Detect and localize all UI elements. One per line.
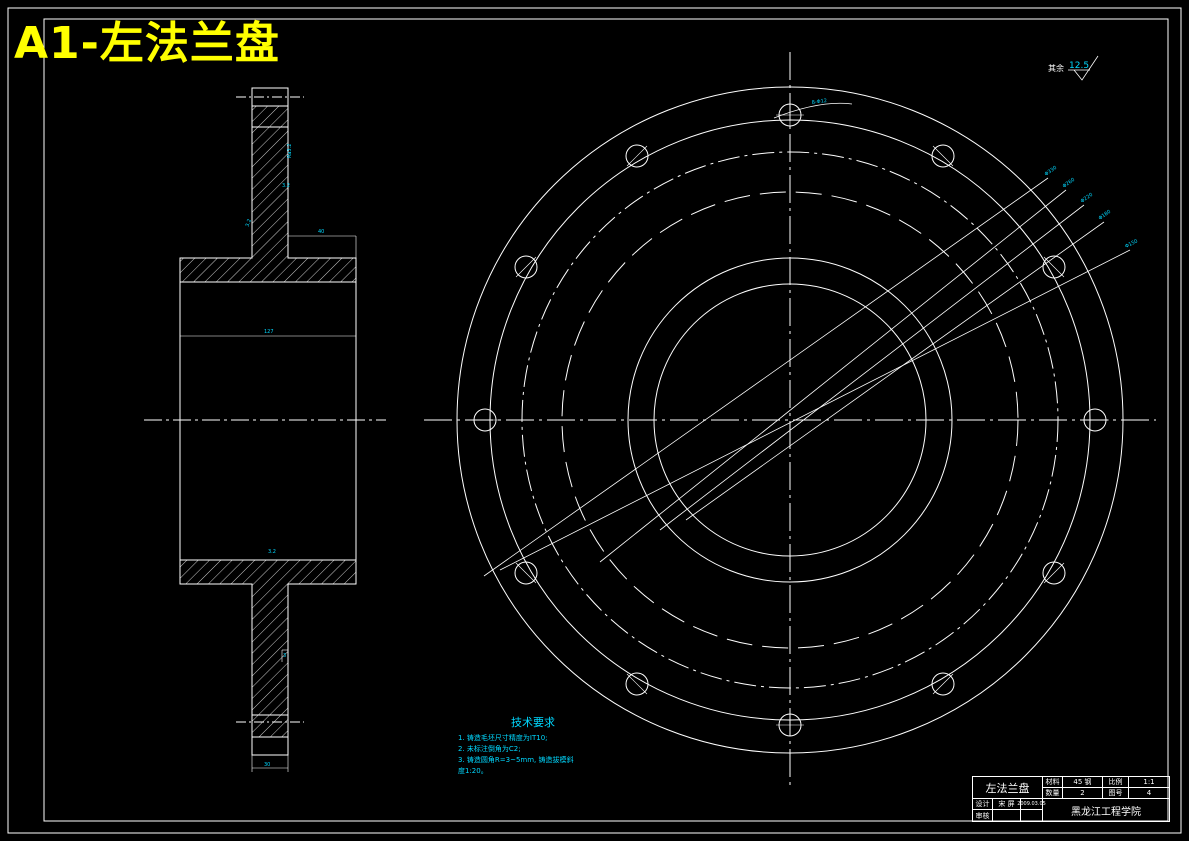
tech-requirement-item: 3. 铸造圆角R=3~5mm, 铸造拔模斜 xyxy=(458,756,574,764)
bolt-hole xyxy=(1042,255,1066,279)
reviewer-name xyxy=(993,810,1021,821)
bolt-hole xyxy=(1042,561,1066,585)
bolt-hole xyxy=(931,672,955,696)
diameter-leaders xyxy=(483,177,1131,577)
tech-requirement-item: 度1:20。 xyxy=(458,767,488,775)
hole-center-ticks xyxy=(471,101,1109,726)
roughness-check-icon xyxy=(1068,55,1099,81)
drawing-no-value: 4 xyxy=(1129,788,1169,799)
scale-value: 1:1 xyxy=(1129,777,1169,788)
diameter-label: Φ180 xyxy=(1098,209,1112,222)
scale-label: 比例 xyxy=(1103,777,1129,788)
diameter-label: Φ150 xyxy=(1124,238,1139,249)
hatch-lower xyxy=(179,559,357,716)
material-label: 材料 xyxy=(1043,777,1063,788)
hole-slot-bottom-hatch xyxy=(251,714,289,738)
roughness-prefix: 其余 xyxy=(1048,63,1064,73)
roughness-face-label: Ra3.2 xyxy=(287,144,293,158)
qty-value: 2 xyxy=(1063,788,1103,799)
dim-hub-label: 40 xyxy=(318,229,324,235)
pcd-leader xyxy=(773,102,853,119)
bolt-hole xyxy=(514,561,538,585)
tech-requirements-title: 技术要求 xyxy=(511,716,555,729)
diameter-label: Φ260 xyxy=(1062,177,1076,190)
roughness-value: 12.5 xyxy=(1069,61,1089,71)
tech-requirement-item: 2. 未标注倒角为C2; xyxy=(458,745,521,753)
roughness-symbol: 其余 12.5 xyxy=(1048,55,1099,81)
qty-label: 数量 xyxy=(1043,788,1063,799)
dim-thickness-label: 30 xyxy=(264,762,270,768)
bolt-hole xyxy=(625,672,649,696)
tech-requirement-item: 1. 铸造毛坯尺寸精度为IT10; xyxy=(458,734,548,742)
small-dim-label: 3 xyxy=(283,653,286,659)
roughness-edge-label: 3.2 xyxy=(245,218,253,228)
bolt-hole xyxy=(625,144,649,168)
title-block: 左法兰盘 材料 45 钢 比例 1:1 数量 2 图号 4 设计 宋 屏 200… xyxy=(972,776,1170,822)
designer-label: 设计 xyxy=(973,799,993,810)
design-date: 2009.03.05 xyxy=(1017,799,1046,810)
bolt-hole xyxy=(931,144,955,168)
diameter-label: Φ220 xyxy=(1080,192,1094,205)
front-view xyxy=(424,52,1156,788)
hole-slot-bottom xyxy=(251,736,289,756)
dim-bore-label: 127 xyxy=(264,329,274,335)
drawing-title: A1-左法兰盘 xyxy=(14,18,280,69)
review-date xyxy=(1021,810,1043,821)
material-value: 45 钢 xyxy=(1063,777,1103,788)
designer-name: 宋 屏 xyxy=(993,799,1021,810)
pcd-label: 8-Φ12 xyxy=(811,98,827,106)
section-view xyxy=(144,87,386,772)
bolt-hole xyxy=(514,255,538,279)
reviewer-label: 审核 xyxy=(973,810,993,821)
drawing-no-label: 图号 xyxy=(1103,788,1129,799)
diameter-label: Φ330 xyxy=(1044,165,1058,178)
part-name: 左法兰盘 xyxy=(973,777,1043,799)
hole-slot-top-hatch xyxy=(251,105,289,128)
roughness-bore-label: 3.2 xyxy=(268,549,276,555)
tech-requirements: 技术要求 1. 铸造毛坯尺寸精度为IT10; 2. 未标注倒角为C2; 3. 铸… xyxy=(458,714,598,777)
bolt-holes xyxy=(473,103,1107,737)
school-name: 黑龙江工程学院 xyxy=(1071,806,1141,818)
inner-frame xyxy=(43,18,1169,822)
hatch-upper xyxy=(179,126,357,283)
outer-frame xyxy=(7,7,1182,834)
roughness-hub-label: 3.2 xyxy=(282,183,290,189)
